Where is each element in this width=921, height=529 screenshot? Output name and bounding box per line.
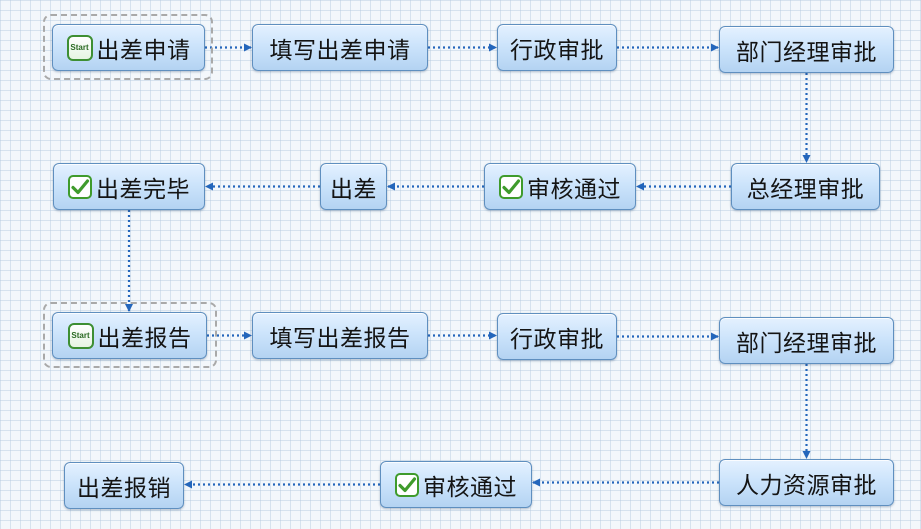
- node-fill-travel-report[interactable]: 填写出差报告: [252, 312, 428, 359]
- selection-frame-travel-report: [43, 302, 217, 368]
- node-dept-manager-approval-2[interactable]: 部门经理审批: [719, 317, 894, 364]
- node-label: 填写出差报告: [269, 325, 411, 352]
- node-label: 部门经理审批: [736, 39, 877, 66]
- node-business-trip[interactable]: 出差: [320, 163, 387, 210]
- node-label: 审核通过: [423, 474, 517, 501]
- node-fill-travel-request[interactable]: 填写出差申请: [252, 24, 428, 71]
- node-label: 人力资源审批: [736, 472, 877, 499]
- node-label: 出差报告: [97, 325, 192, 352]
- node-trip-completed[interactable]: 出差完毕: [53, 163, 205, 210]
- node-travel-report[interactable]: Start 出差报告: [52, 312, 207, 359]
- node-label: 部门经理审批: [736, 330, 877, 357]
- node-admin-approval-2[interactable]: 行政审批: [497, 313, 617, 360]
- node-label: 出差: [330, 176, 377, 203]
- node-travel-reimbursement[interactable]: 出差报销: [64, 462, 184, 509]
- node-label: 行政审批: [510, 326, 604, 353]
- node-review-passed[interactable]: 审核通过: [484, 163, 636, 210]
- checkmark-icon: [68, 174, 92, 199]
- checkmark-icon: [499, 174, 523, 199]
- node-label: 行政审批: [510, 37, 604, 64]
- node-label: 出差完毕: [96, 176, 190, 203]
- checkmark-icon: [395, 472, 419, 497]
- selection-frame-travel-request: [43, 14, 213, 80]
- node-label: 总经理审批: [746, 176, 865, 203]
- node-label: 出差申请: [96, 37, 191, 64]
- start-icon: Start: [66, 34, 93, 61]
- node-label: 出差报销: [77, 475, 171, 502]
- node-general-manager-approval[interactable]: 总经理审批: [731, 163, 880, 210]
- start-icon: Start: [67, 322, 94, 349]
- node-label: 审核通过: [527, 176, 621, 203]
- node-dept-manager-approval[interactable]: 部门经理审批: [719, 26, 894, 73]
- node-hr-approval[interactable]: 人力资源审批: [719, 459, 894, 506]
- node-admin-approval[interactable]: 行政审批: [497, 24, 617, 71]
- node-travel-request[interactable]: Start 出差申请: [52, 24, 205, 71]
- node-label: 填写出差申请: [269, 37, 411, 64]
- node-review-passed-2[interactable]: 审核通过: [380, 461, 532, 508]
